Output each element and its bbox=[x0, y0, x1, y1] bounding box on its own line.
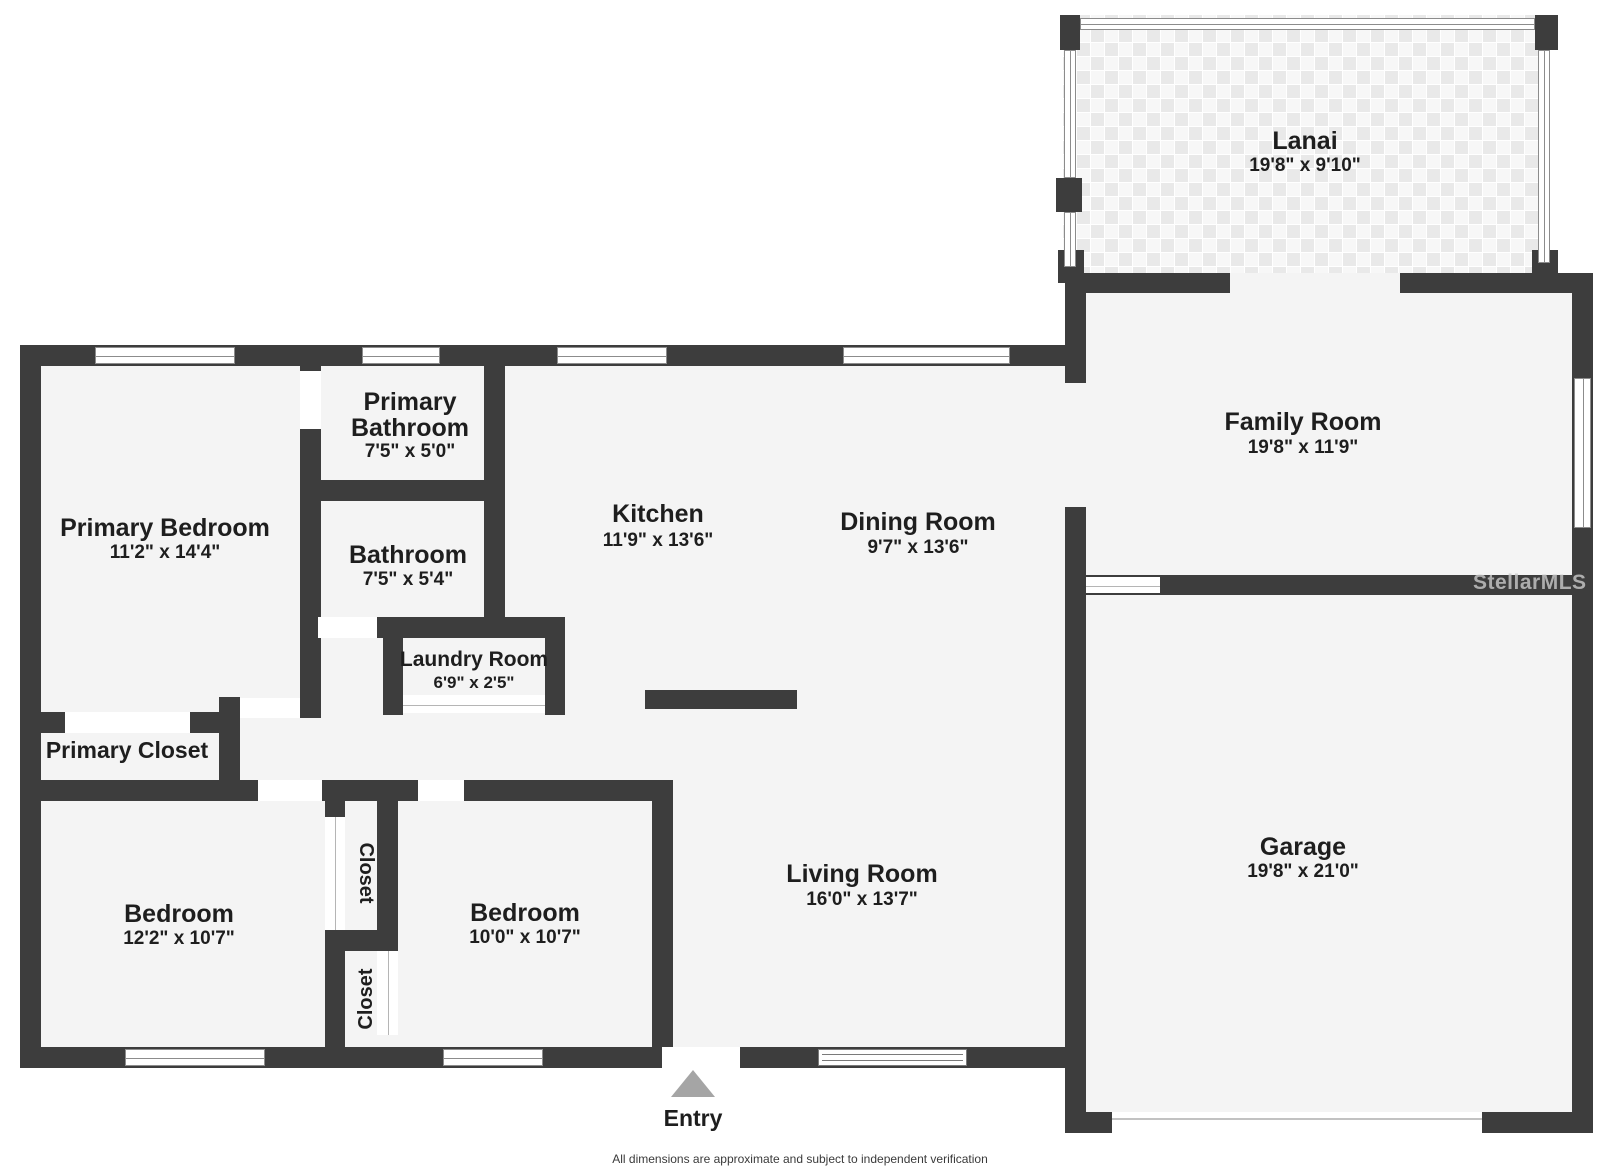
wall-closet-stub bbox=[325, 801, 345, 817]
entry-label: Entry bbox=[663, 1105, 723, 1131]
wall-familyroom-left-upper bbox=[1065, 283, 1086, 383]
room-dims-laundry-room: 6'9" x 2'5" bbox=[433, 673, 515, 692]
room-dims-primary-bedroom: 11'2" x 14'4" bbox=[109, 542, 221, 563]
floor-family-garage bbox=[1065, 273, 1593, 1133]
room-dims-dining-room: 9'7" x 13'6" bbox=[867, 537, 969, 558]
room-dims-family-room: 19'8" x 11'9" bbox=[1247, 437, 1359, 458]
dimensions-disclaimer: All dimensions are approximate and subje… bbox=[612, 1152, 988, 1166]
lanai-screen-wall bbox=[1538, 50, 1550, 263]
window bbox=[557, 347, 667, 364]
room-label-closet-upper: Closet bbox=[355, 842, 377, 904]
door-opening-bedroom-left bbox=[258, 780, 322, 801]
wall-primary-closet-right bbox=[219, 697, 240, 801]
room-label-closet-lower: Closet bbox=[355, 968, 377, 1030]
room-dims-garage: 19'8" x 21'0" bbox=[1247, 861, 1359, 882]
room-label-dining-room: Dining Room bbox=[840, 508, 996, 536]
room-dims-primary-bathroom: 7'5" x 5'0" bbox=[364, 441, 456, 462]
wall-closet-lower-left bbox=[325, 951, 345, 1047]
room-label-primary-bedroom: Primary Bedroom bbox=[60, 514, 270, 542]
room-label-primary-bathroom-line1: Primary bbox=[363, 388, 457, 416]
lanai-screen-wall bbox=[1064, 50, 1076, 178]
room-label-garage: Garage bbox=[1259, 833, 1347, 861]
door-opening-bathroom bbox=[318, 617, 377, 638]
lanai-post bbox=[1056, 178, 1082, 212]
stellar-mls-watermark: StellarMLS bbox=[1473, 571, 1587, 594]
door-opening-primary-bedroom bbox=[240, 698, 300, 718]
room-label-lanai: Lanai bbox=[1272, 127, 1338, 155]
wall-primary-bedroom-right-lower bbox=[300, 429, 321, 718]
door-opening-primary-closet bbox=[65, 712, 190, 733]
room-label-bedroom-left: Bedroom bbox=[124, 900, 234, 928]
room-dims-bedroom-middle: 10'0" x 10'7" bbox=[469, 927, 581, 948]
door-opening-garage bbox=[1086, 577, 1160, 593]
window bbox=[1574, 378, 1591, 528]
wall-exterior-top bbox=[20, 345, 1066, 366]
window bbox=[95, 347, 235, 364]
door-opening-bedroom-middle bbox=[418, 780, 464, 801]
room-label-living-room: Living Room bbox=[786, 860, 938, 888]
wall-familyroom-garage-left bbox=[1065, 507, 1086, 1133]
lanai-screen-wall bbox=[1064, 212, 1076, 267]
wall-bedroom-middle-right bbox=[652, 780, 673, 1047]
lanai-corner-post bbox=[1060, 15, 1080, 50]
wall-laundry-right bbox=[545, 638, 565, 715]
wall-closet-divider bbox=[325, 930, 398, 951]
lanai-screen-wall bbox=[1080, 18, 1535, 30]
room-dims-kitchen: 11'9" x 13'6" bbox=[602, 530, 714, 551]
wall-exterior-bottom bbox=[20, 1047, 1066, 1068]
room-dims-bathroom: 7'5" x 5'4" bbox=[362, 569, 454, 590]
entry-door-opening bbox=[662, 1047, 740, 1068]
door-opening-closet-upper bbox=[325, 817, 345, 930]
window bbox=[362, 347, 440, 364]
room-label-primary-bathroom-line2: Bathroom bbox=[350, 414, 470, 442]
room-label-bedroom-middle: Bedroom bbox=[470, 899, 580, 927]
wall-laundry-left bbox=[383, 638, 403, 715]
wall-bedrooms-top bbox=[20, 780, 673, 801]
sliding-glass-door bbox=[818, 1049, 967, 1066]
wall-primary-bedroom-right-upper bbox=[300, 345, 321, 371]
room-label-laundry-room: Laundry Room bbox=[399, 648, 549, 671]
room-label-primary-closet: Primary Closet bbox=[45, 737, 209, 763]
door-opening-laundry bbox=[403, 695, 545, 713]
room-label-kitchen: Kitchen bbox=[612, 500, 704, 528]
entry-arrow-icon bbox=[671, 1070, 715, 1097]
wall-closet-upper-right bbox=[377, 801, 398, 941]
room-label-family-room: Family Room bbox=[1224, 408, 1382, 436]
window bbox=[843, 347, 1010, 364]
garage-door-opening bbox=[1112, 1112, 1482, 1133]
door-opening-primary-bathroom bbox=[300, 371, 321, 429]
wall-exterior-left bbox=[20, 345, 41, 1068]
lanai-passage-opening bbox=[1230, 273, 1400, 293]
wall-garage-top bbox=[1065, 575, 1593, 595]
wall-bathroom-divider bbox=[300, 480, 505, 501]
door-opening-closet-lower bbox=[377, 951, 398, 1035]
room-label-bathroom: Bathroom bbox=[348, 541, 468, 569]
room-dims-living-room: 16'0" x 13'7" bbox=[806, 889, 918, 910]
lanai-corner-post bbox=[1535, 15, 1558, 50]
window bbox=[443, 1049, 543, 1066]
wall-kitchen-peninsula bbox=[645, 690, 797, 709]
wall-kitchen-left bbox=[484, 345, 505, 638]
room-dims-bedroom-left: 12'2" x 10'7" bbox=[123, 928, 235, 949]
lanai-tile-floor bbox=[1062, 15, 1548, 273]
window bbox=[125, 1049, 265, 1066]
room-dims-lanai: 19'8" x 9'10" bbox=[1249, 155, 1361, 176]
